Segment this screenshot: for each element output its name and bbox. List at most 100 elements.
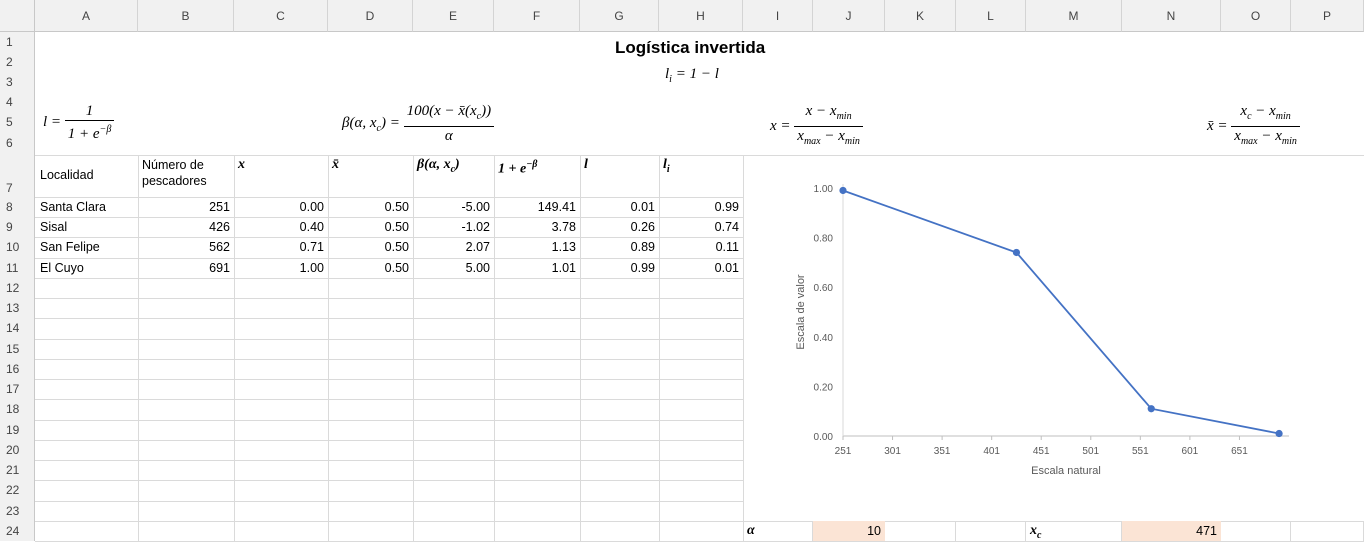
x-tick-label: 301 xyxy=(884,446,901,457)
column-header-m[interactable]: M xyxy=(1026,0,1122,32)
cell-xbar[interactable]: 0.50 xyxy=(384,261,409,275)
cell-exp[interactable]: 1.13 xyxy=(551,240,576,254)
cell-xbar[interactable]: 0.50 xyxy=(384,240,409,254)
row-header-8[interactable]: 8 xyxy=(0,197,35,217)
row-header-2[interactable]: 2 xyxy=(0,52,35,72)
column-header-l[interactable]: L xyxy=(956,0,1026,32)
column-header-g[interactable]: G xyxy=(580,0,659,32)
row-header-23[interactable]: 23 xyxy=(0,501,35,521)
data-point xyxy=(839,186,847,195)
row-header-9[interactable]: 9 xyxy=(0,217,35,237)
column-header-a[interactable]: A xyxy=(35,0,138,32)
cell-exp[interactable]: 1.01 xyxy=(551,261,576,275)
gridline-h xyxy=(35,278,743,279)
row-header-18[interactable]: 18 xyxy=(0,399,35,420)
row-header-24[interactable]: 24 xyxy=(0,521,35,541)
row-header-13[interactable]: 13 xyxy=(0,298,35,318)
gridline-h xyxy=(35,541,743,542)
row-header-6[interactable]: 6 xyxy=(0,132,35,155)
cell-x[interactable]: 0.71 xyxy=(299,240,324,254)
row-header-14[interactable]: 14 xyxy=(0,318,35,339)
cell-li[interactable]: 0.01 xyxy=(714,261,739,275)
column-header-d[interactable]: D xyxy=(328,0,413,32)
column-header-f[interactable]: F xyxy=(494,0,580,32)
header-li[interactable]: li xyxy=(663,157,670,175)
cell-x[interactable]: 1.00 xyxy=(299,261,324,275)
x-tick-label: 501 xyxy=(1082,446,1099,457)
column-header-c[interactable]: C xyxy=(234,0,328,32)
column-header-o[interactable]: O xyxy=(1221,0,1291,32)
row-header-20[interactable]: 20 xyxy=(0,440,35,460)
gridline-h xyxy=(743,541,1364,542)
chart-area xyxy=(744,156,1344,520)
row-header-17[interactable]: 17 xyxy=(0,379,35,399)
column-header-b[interactable]: B xyxy=(138,0,234,32)
cell-localidad[interactable]: Sisal xyxy=(40,220,68,234)
row-header-7[interactable]: 7 xyxy=(0,155,35,197)
cell-xbar[interactable]: 0.50 xyxy=(384,200,409,214)
cell-beta[interactable]: 5.00 xyxy=(465,261,490,275)
column-header-j[interactable]: J xyxy=(813,0,885,32)
cell-li[interactable]: 0.99 xyxy=(714,200,739,214)
cell-li[interactable]: 0.11 xyxy=(715,240,739,254)
header-l[interactable]: l xyxy=(584,157,588,172)
gridline-h xyxy=(35,237,743,238)
cell-l[interactable]: 0.89 xyxy=(630,240,655,254)
row-header-19[interactable]: 19 xyxy=(0,420,35,440)
gridline-h xyxy=(35,501,743,502)
header-x[interactable]: x xyxy=(238,157,245,172)
series-line xyxy=(842,189,1280,435)
cell-l[interactable]: 0.01 xyxy=(630,200,655,214)
row-header-15[interactable]: 15 xyxy=(0,339,35,359)
cell-x[interactable]: 0.40 xyxy=(299,220,324,234)
cell-pescadores[interactable]: 426 xyxy=(209,220,230,234)
row-header-12[interactable]: 12 xyxy=(0,278,35,298)
column-header-e[interactable]: E xyxy=(413,0,494,32)
column-header-h[interactable]: H xyxy=(659,0,743,32)
gridline-h xyxy=(35,197,743,198)
cell-localidad[interactable]: San Felipe xyxy=(40,240,100,254)
y-tick-label: 1.00 xyxy=(814,184,834,195)
cell-localidad[interactable]: Santa Clara xyxy=(40,200,107,214)
row-header-3[interactable]: 3 xyxy=(0,72,35,92)
row-header-21[interactable]: 21 xyxy=(0,460,35,480)
cell-x[interactable]: 0.00 xyxy=(299,200,324,214)
column-header-k[interactable]: K xyxy=(885,0,956,32)
cell-localidad[interactable]: El Cuyo xyxy=(40,261,84,275)
alpha-value-cell[interactable]: 10 xyxy=(867,524,881,538)
header-beta[interactable]: β(α, xc) xyxy=(417,157,460,175)
row-header-16[interactable]: 16 xyxy=(0,359,35,379)
cell-xbar[interactable]: 0.50 xyxy=(384,220,409,234)
gridline-h xyxy=(35,318,743,319)
xc-value-cell[interactable]: 471 xyxy=(1196,524,1217,538)
cell-beta[interactable]: -5.00 xyxy=(461,200,491,214)
header-exp[interactable]: 1 + e−β xyxy=(498,159,538,177)
header-xbar[interactable]: x̄ xyxy=(332,157,339,172)
column-header-p[interactable]: P xyxy=(1291,0,1364,32)
cell-pescadores[interactable]: 691 xyxy=(209,261,230,275)
column-header-i[interactable]: I xyxy=(743,0,813,32)
row-header-11[interactable]: 11 xyxy=(0,258,35,278)
cell-beta[interactable]: -1.02 xyxy=(461,220,491,234)
alpha-value-fill xyxy=(813,521,885,541)
data-point xyxy=(1012,248,1021,257)
row-header-5[interactable]: 5 xyxy=(0,112,35,132)
cell-exp[interactable]: 3.78 xyxy=(551,220,576,234)
header-localidad[interactable]: Localidad xyxy=(40,168,94,182)
cell-beta[interactable]: 2.07 xyxy=(465,240,490,254)
column-header-n[interactable]: N xyxy=(1122,0,1221,32)
row-header-1[interactable]: 1 xyxy=(0,32,35,52)
gridline-v xyxy=(413,155,414,541)
row-header-10[interactable]: 10 xyxy=(0,237,35,258)
cell-li[interactable]: 0.74 xyxy=(714,220,739,234)
cell-pescadores[interactable]: 562 xyxy=(209,240,230,254)
row-header-4[interactable]: 4 xyxy=(0,92,35,112)
cell-exp[interactable]: 149.41 xyxy=(537,200,576,214)
cell-pescadores[interactable]: 251 xyxy=(209,200,230,214)
cell-l[interactable]: 0.99 xyxy=(630,261,655,275)
cell-l[interactable]: 0.26 xyxy=(630,220,655,234)
row-header-22[interactable]: 22 xyxy=(0,480,35,501)
select-all-corner[interactable] xyxy=(0,0,35,32)
